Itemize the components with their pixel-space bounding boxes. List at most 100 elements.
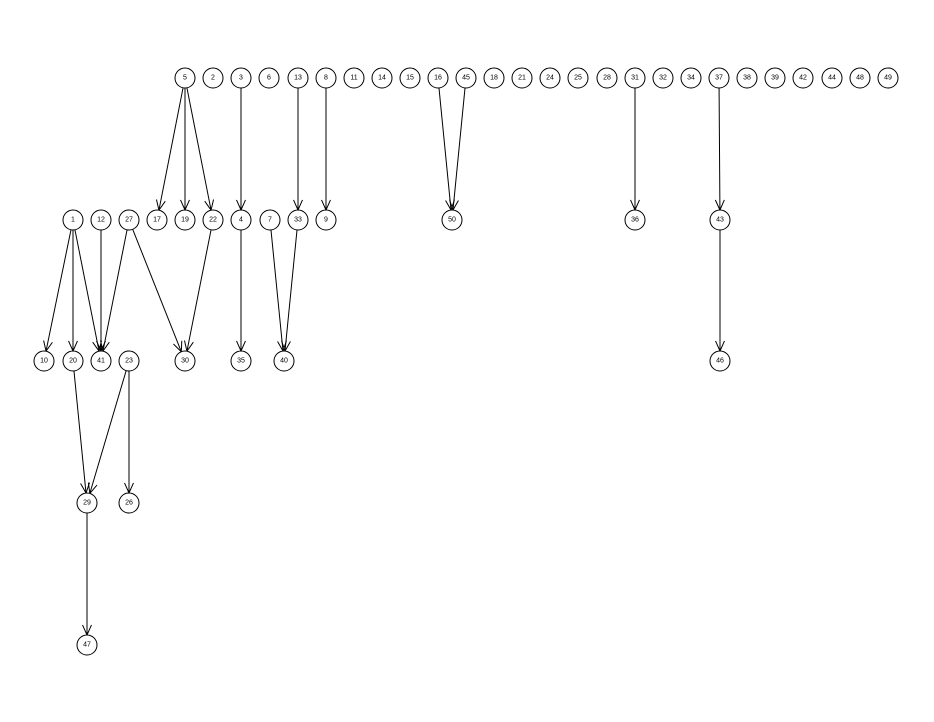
node-19: 19 xyxy=(174,209,196,231)
node-circle xyxy=(33,350,55,372)
node-label: 5 xyxy=(183,75,187,82)
node-label: 4 xyxy=(239,217,243,224)
node-label: 26 xyxy=(125,500,133,507)
node-circle xyxy=(202,67,224,89)
node-6: 6 xyxy=(258,67,280,89)
edge-line xyxy=(284,229,298,352)
node-circle xyxy=(849,67,871,89)
edge-1-41 xyxy=(74,229,102,353)
node-circle xyxy=(315,67,337,89)
node-label: 1 xyxy=(71,217,75,224)
node-circle xyxy=(343,67,365,89)
edge-31-36 xyxy=(630,88,640,212)
node-14: 14 xyxy=(371,67,393,89)
node-label: 12 xyxy=(97,217,105,224)
node-circle xyxy=(709,350,731,372)
node-circle xyxy=(174,209,196,231)
node-23: 23 xyxy=(118,350,140,372)
node-circle xyxy=(427,67,449,89)
node-label: 28 xyxy=(603,75,611,82)
node-circle xyxy=(736,67,758,89)
node-40: 40 xyxy=(273,350,295,372)
node-28: 28 xyxy=(596,67,618,89)
edge-line xyxy=(186,229,212,352)
edge-27-30 xyxy=(132,229,183,353)
edge-line xyxy=(132,229,182,352)
edge-line xyxy=(102,229,128,352)
node-41: 41 xyxy=(90,350,112,372)
node-circle xyxy=(202,209,224,231)
node-36: 36 xyxy=(624,209,646,231)
edge-line xyxy=(270,229,284,352)
node-34: 34 xyxy=(680,67,702,89)
edge-line xyxy=(74,229,100,352)
edge-45-50 xyxy=(449,87,466,212)
node-circle xyxy=(624,67,646,89)
node-33: 33 xyxy=(287,209,309,231)
node-circle xyxy=(821,67,843,89)
node-46: 46 xyxy=(709,350,731,372)
edge-layer xyxy=(43,87,725,637)
node-circle xyxy=(230,67,252,89)
node-circle xyxy=(258,67,280,89)
node-2: 2 xyxy=(202,67,224,89)
node-47: 47 xyxy=(76,634,98,656)
node-label: 30 xyxy=(181,358,189,365)
node-label: 29 xyxy=(83,500,91,507)
node-circle xyxy=(273,350,295,372)
node-label: 35 xyxy=(237,358,245,365)
edge-7-40 xyxy=(270,229,287,353)
node-label: 49 xyxy=(884,75,892,82)
node-12: 12 xyxy=(90,209,112,231)
node-45: 45 xyxy=(455,67,477,89)
node-label: 17 xyxy=(153,217,161,224)
node-circle xyxy=(315,209,337,231)
edge-37-43 xyxy=(714,87,725,212)
edge-23-29 xyxy=(87,370,127,495)
node-circle xyxy=(118,209,140,231)
node-label: 44 xyxy=(828,75,836,82)
node-label: 34 xyxy=(687,75,695,82)
edge-line xyxy=(89,370,127,494)
node-43: 43 xyxy=(709,209,731,231)
node-circle xyxy=(90,209,112,231)
edge-43-46 xyxy=(715,230,725,353)
node-circle xyxy=(539,67,561,89)
node-circle xyxy=(259,209,281,231)
edge-line xyxy=(158,87,184,211)
edge-4-35 xyxy=(236,230,246,353)
node-label: 27 xyxy=(125,217,133,224)
edge-line xyxy=(73,370,87,494)
node-label: 8 xyxy=(324,75,328,82)
node-circle xyxy=(792,67,814,89)
node-35: 35 xyxy=(230,350,252,372)
edge-33-40 xyxy=(281,229,298,353)
node-48: 48 xyxy=(849,67,871,89)
node-circle xyxy=(62,209,84,231)
node-label: 45 xyxy=(462,75,470,82)
node-label: 46 xyxy=(716,358,724,365)
node-39: 39 xyxy=(764,67,786,89)
edge-29-47 xyxy=(82,513,92,637)
node-37: 37 xyxy=(708,67,730,89)
node-circle xyxy=(230,350,252,372)
edge-line xyxy=(186,87,212,211)
node-30: 30 xyxy=(174,350,196,372)
node-22: 22 xyxy=(202,209,224,231)
node-circle xyxy=(76,492,98,514)
node-9: 9 xyxy=(315,209,337,231)
edge-27-41 xyxy=(100,229,128,353)
node-label: 6 xyxy=(267,75,271,82)
edge-5-22 xyxy=(186,87,215,212)
edge-13-33 xyxy=(293,88,303,212)
node-label: 32 xyxy=(659,75,667,82)
edge-line xyxy=(452,87,466,211)
node-label: 40 xyxy=(280,358,288,365)
node-label: 43 xyxy=(716,217,724,224)
node-15: 15 xyxy=(399,67,421,89)
node-label: 20 xyxy=(69,358,77,365)
node-label: 50 xyxy=(448,217,456,224)
edge-3-4 xyxy=(236,88,246,212)
node-20: 20 xyxy=(62,350,84,372)
